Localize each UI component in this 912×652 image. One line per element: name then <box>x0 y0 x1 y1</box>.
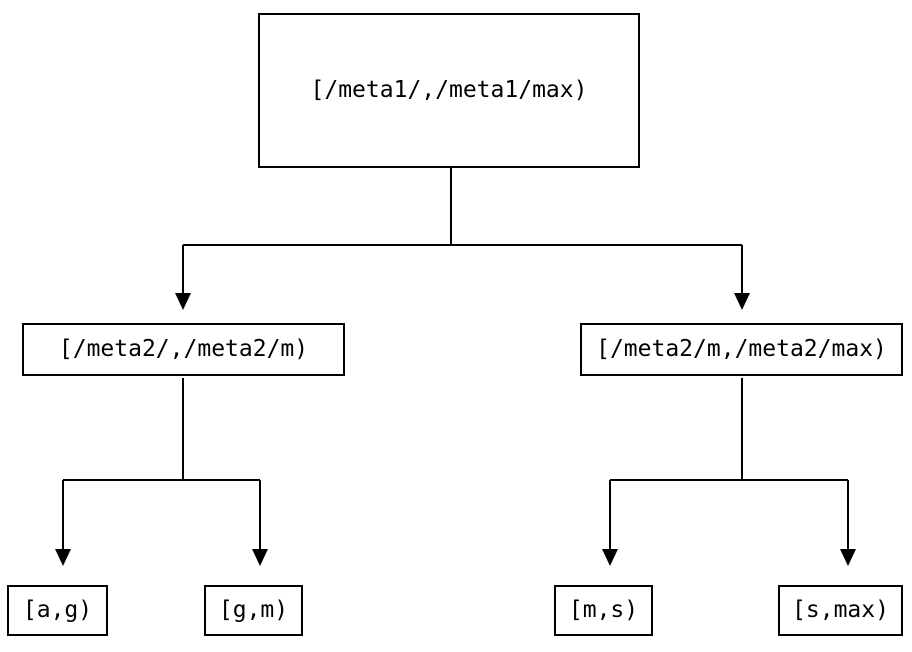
node-leaf-m-s: [m,s) <box>554 585 653 636</box>
node-label: [g,m) <box>218 597 289 623</box>
node-leaf-a-g: [a,g) <box>7 585 108 636</box>
arrow-down-icon <box>602 549 618 566</box>
node-label: [/meta1/,/meta1/max) <box>310 77 588 103</box>
arrow-down-icon <box>175 293 191 310</box>
node-label: [m,s) <box>568 597 639 623</box>
node-label: [s,max) <box>792 597 889 623</box>
node-root-range: [/meta1/,/meta1/max) <box>258 13 640 168</box>
arrow-down-icon <box>840 549 856 566</box>
node-label: [a,g) <box>22 597 93 623</box>
node-meta2-first-half: [/meta2/,/meta2/m) <box>22 323 345 376</box>
node-leaf-g-m: [g,m) <box>204 585 303 636</box>
node-leaf-s-max: [s,max) <box>778 585 903 636</box>
node-label: [/meta2/m,/meta2/max) <box>596 336 887 362</box>
arrow-down-icon <box>252 549 268 566</box>
node-meta2-second-half: [/meta2/m,/meta2/max) <box>580 323 903 376</box>
arrow-down-icon <box>734 293 750 310</box>
node-label: [/meta2/,/meta2/m) <box>58 336 309 362</box>
arrow-down-icon <box>55 549 71 566</box>
